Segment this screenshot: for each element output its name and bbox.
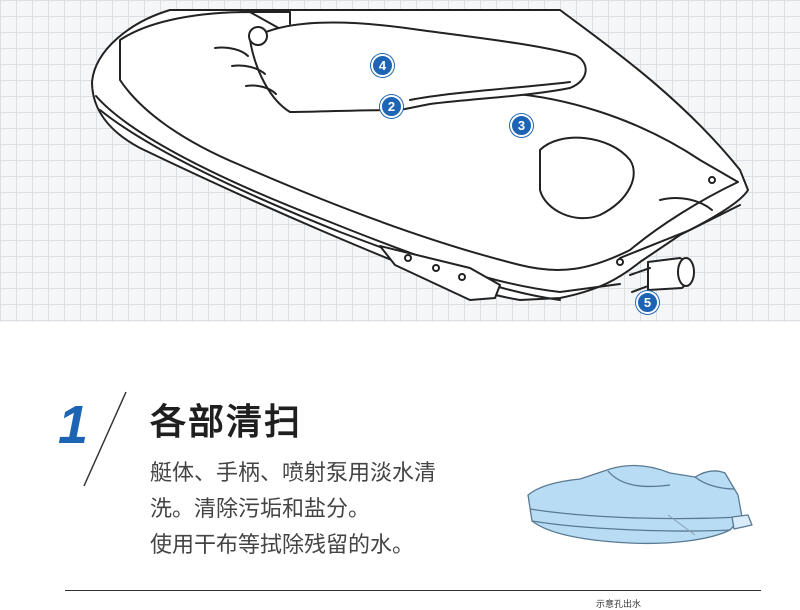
step-divider-slash bbox=[83, 391, 127, 487]
step-title: 各部清扫 bbox=[150, 402, 303, 443]
marker-4: 4 bbox=[371, 54, 394, 77]
step-description-line: 使用干布等拭除残留的水。 bbox=[150, 533, 415, 558]
jetski-thumbnail bbox=[527, 464, 753, 545]
marker-3: 3 bbox=[510, 114, 533, 137]
marker-5: 5 bbox=[636, 291, 659, 314]
step-description: 艇体、手柄、喷射泵用淡水清 洗。清除污垢和盐分。 使用干布等拭除残留的水。 bbox=[150, 456, 520, 564]
footer-note: 示意孔出水 bbox=[596, 600, 642, 610]
hero-illustration: 4 2 3 5 bbox=[0, 0, 800, 322]
section-divider bbox=[65, 590, 761, 591]
step-description-line: 洗。清除污垢和盐分。 bbox=[150, 497, 371, 522]
step-number: 1 bbox=[58, 395, 89, 455]
marker-2: 2 bbox=[380, 95, 403, 118]
step-description-line: 艇体、手柄、喷射泵用淡水清 bbox=[150, 461, 437, 486]
jetski-drawing bbox=[91, 9, 749, 301]
